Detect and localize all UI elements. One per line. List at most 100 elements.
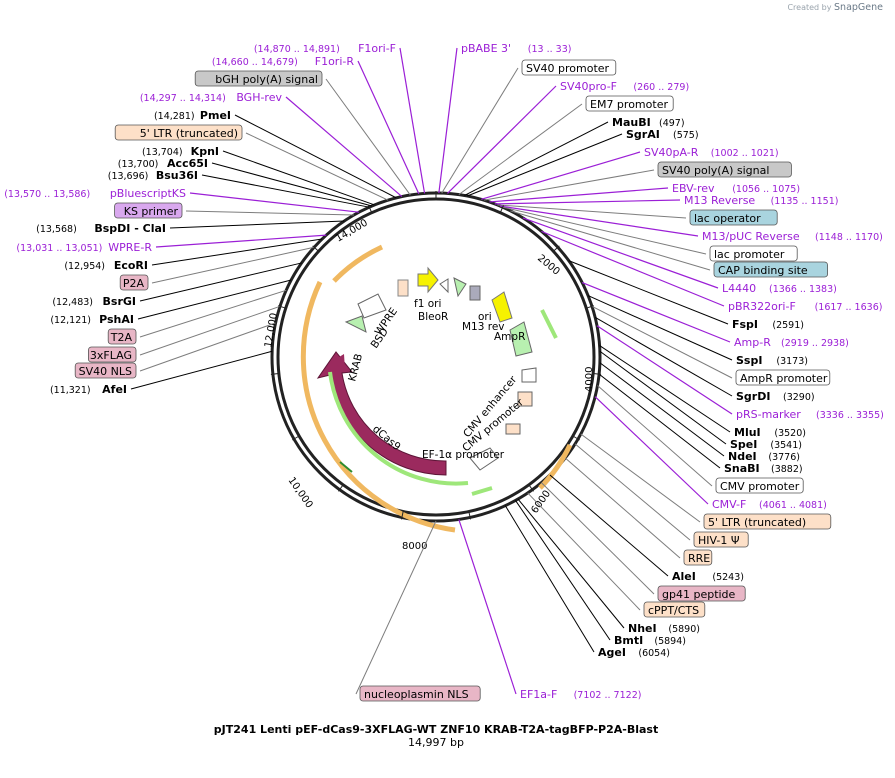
label-gp41-peptide: gp41 peptide: [662, 588, 736, 601]
feature-ef1a-promoter: EF-1α promoter: [422, 449, 505, 461]
label-sgrdi: SgrDI: [736, 390, 770, 403]
leader-lac-operator: [497, 204, 687, 219]
leader-5-ltr-truncated: [245, 132, 389, 201]
label-pos-pmei: (14,281): [154, 111, 195, 122]
label-cap-binding-site: CAP binding site: [718, 264, 808, 277]
label-f1ori-r: F1ori-R: [315, 55, 355, 68]
label-pos-sv40pro-f: (260 .. 279): [633, 82, 689, 93]
label-ecori: EcoRI: [114, 259, 148, 272]
plasmid-title: pJT241 Lenti pEF-dCas9-3XFLAG-WT ZNF10 K…: [214, 723, 658, 736]
ef1a-block: [469, 447, 499, 471]
label-box-5-ltr-truncated: [703, 513, 832, 530]
label-pos-agei: (6054): [638, 648, 670, 659]
feature-bleor: BleoR: [418, 311, 448, 323]
leader-bmti: [515, 500, 611, 641]
label-wpre-r: WPRE-R: [108, 241, 152, 254]
leader-5-ltr-truncated: [580, 433, 701, 523]
leader-pbluescriptks: [189, 192, 360, 213]
label-cmv-promoter: CMV promoter: [720, 480, 800, 493]
label-box-ks-primer: [114, 202, 183, 219]
label-pos-pbabe-3: (13 .. 33): [528, 44, 572, 55]
feature-ori: ori: [478, 311, 492, 323]
leader-prs-marker: [596, 325, 733, 415]
leader-sv40-nls: [139, 322, 276, 372]
feature-m13-rev: M13 rev: [462, 321, 505, 333]
leader-nucleoplasmin-nls: [355, 520, 437, 695]
label-l4440: L4440: [722, 282, 756, 295]
leader-afei: [130, 350, 273, 390]
label-box-lac-operator: [689, 209, 778, 226]
green-arc-inner: [328, 371, 469, 486]
label-pos-spei: (3541): [770, 440, 802, 451]
label-kpni: KpnI: [191, 145, 219, 158]
ring-tick: [312, 245, 319, 252]
leader-pshai: [137, 279, 292, 320]
cmv-block: [517, 391, 533, 407]
label-box-p2a: [119, 274, 149, 291]
label-ebv-rev: EBV-rev: [672, 182, 715, 195]
ring-tick: [586, 305, 595, 309]
label-bgh-poly-a-signal: bGH poly(A) signal: [215, 73, 318, 86]
label-pos-sgrai: (575): [673, 130, 699, 141]
label-ndei: NdeI: [728, 450, 757, 463]
label-5-ltr-truncated: 5' LTR (truncated): [140, 127, 238, 140]
ring-tick: [338, 484, 344, 492]
label-pos-pshai: (12,121): [50, 315, 91, 326]
leader-sspi: [587, 295, 733, 361]
leader-maubi: [464, 121, 609, 196]
label-pos-f1ori-r: (14,660 .. 14,679): [212, 57, 298, 68]
label-t2a: T2A: [110, 331, 133, 344]
label-pos-pbluescriptks: (13,570 .. 13,586): [4, 189, 90, 200]
leader-lac-promoter: [502, 206, 707, 255]
label-box-t2a: [107, 328, 137, 345]
leader-bgh-rev: [285, 96, 403, 198]
leader-wpre-r: [155, 234, 327, 248]
label-sv40pa-r: SV40pA-R: [644, 146, 699, 159]
label-nucleoplasmin-nls: nucleoplasmin NLS: [364, 688, 469, 701]
leader-cap-binding-site: [510, 210, 711, 271]
label-box-em7-promoter: [585, 95, 674, 112]
orange-arc-right: [538, 443, 573, 490]
label-box-bgh-poly-a-signal: [194, 70, 323, 87]
label-m13-puc-reverse: M13/pUC Reverse: [702, 230, 800, 243]
label-pos-mlui: (3520): [774, 428, 806, 439]
leader-pbabe-3: [438, 47, 458, 194]
label-lac-operator: lac operator: [694, 212, 761, 225]
krab-arrow: [331, 354, 345, 370]
feature-krab: KRAB: [346, 352, 365, 382]
leader-f1ori-r: [357, 60, 420, 195]
label-pos-ndei: (3776): [768, 452, 800, 463]
leader-hiv-1: [574, 443, 691, 541]
leader-3xflag: [139, 305, 281, 356]
label-maubi: MauBI: [612, 116, 651, 129]
leader-bsrgi: [139, 262, 302, 302]
label-pbluescriptks: pBluescriptKS: [110, 187, 186, 200]
ring-tick: [553, 245, 560, 252]
leader-bspdi-clai: [169, 220, 345, 229]
label-pshai: PshAI: [99, 313, 134, 326]
lac-block: [469, 285, 481, 301]
label-box-lac-promoter: [709, 245, 798, 262]
label-pos-ecori: (12,954): [64, 261, 105, 272]
ltr-block: [397, 279, 409, 297]
leader-bgh-poly-a-signal: [325, 78, 411, 196]
leader-gp41-peptide: [541, 482, 655, 595]
leader-ndei: [599, 362, 725, 457]
label-cppt-cts: cPPT/CTS: [648, 604, 699, 617]
green-arc-right: [540, 309, 558, 339]
feature-f1-ori: f1 ori: [414, 298, 441, 310]
leader-f1ori-f: [399, 47, 426, 194]
label-3xflag: 3xFLAG: [90, 349, 132, 362]
ring-tick: [368, 205, 373, 213]
leader-l4440: [522, 217, 719, 289]
label-box-gp41-peptide: [657, 585, 746, 602]
label-bsu36i: Bsu36I: [156, 169, 198, 182]
label-agei: AgeI: [598, 646, 626, 659]
leader-ks-primer: [185, 210, 355, 216]
label-pos-alei: (5243): [712, 572, 744, 583]
label-sv40-promoter: SV40 promoter: [526, 62, 610, 75]
leader-rre: [564, 457, 681, 559]
ampr-arrow: [509, 321, 533, 357]
label-box-nucleoplasmin-nls: [359, 685, 481, 702]
label-pos-l4440: (1366 .. 1383): [769, 284, 837, 295]
